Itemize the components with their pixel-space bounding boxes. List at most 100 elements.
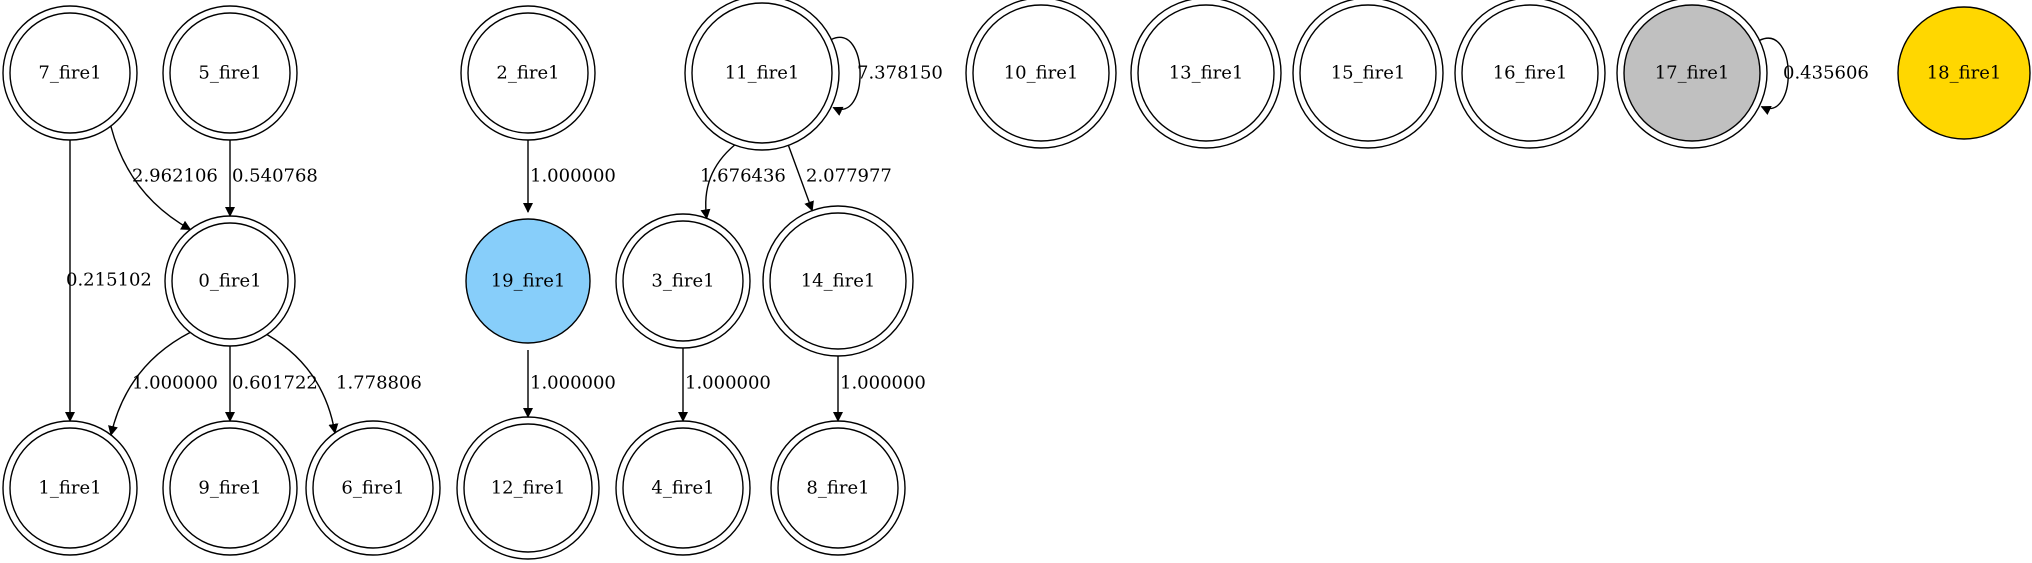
node-label: 16_fire1 <box>1493 63 1568 84</box>
node-6_fire1[interactable]: 6_fire1 <box>305 420 441 556</box>
edge-weight-label: 1.000000 <box>132 373 218 394</box>
node-circle <box>1623 4 1761 142</box>
node-outer-ring <box>460 5 596 141</box>
node-label: 0_fire1 <box>198 271 261 292</box>
node-14_fire1[interactable]: 14_fire1 <box>762 205 914 357</box>
node-circle <box>463 423 593 553</box>
node-16_fire1[interactable]: 16_fire1 <box>1454 0 1606 149</box>
edge-11_fire1-to-14_fire1: 2.077977 <box>787 145 892 212</box>
node-label: 11_fire1 <box>725 63 800 84</box>
edge-7_fire1-to-0_fire1: 2.962106 <box>110 125 218 231</box>
edge-line <box>108 331 191 436</box>
node-18_fire1[interactable]: 18_fire1 <box>1897 6 2031 140</box>
node-outer-ring <box>456 416 600 560</box>
edge-weight-label: 7.378150 <box>857 63 943 84</box>
node-circle <box>312 427 434 549</box>
edge-weight-label: 1.778806 <box>336 373 422 394</box>
node-circle <box>1461 4 1599 142</box>
node-circle <box>169 427 291 549</box>
node-label: 13_fire1 <box>1169 63 1244 84</box>
node-5_fire1[interactable]: 5_fire1 <box>162 5 298 141</box>
node-circle <box>467 12 589 134</box>
edge-weight-label: 1.000000 <box>530 166 616 187</box>
edge-2_fire1-to-19_fire1: 1.000000 <box>523 140 616 213</box>
node-label: 9_fire1 <box>198 478 261 499</box>
edge-line <box>110 125 192 231</box>
node-outer-ring <box>1454 0 1606 149</box>
node-15_fire1[interactable]: 15_fire1 <box>1292 0 1444 149</box>
edge-weight-label: 0.435606 <box>1783 63 1869 84</box>
node-outer-ring <box>164 215 296 347</box>
node-outer-ring <box>1130 0 1282 149</box>
node-outer-ring <box>615 213 751 349</box>
edge-weight-label: 0.540768 <box>232 166 318 187</box>
node-outer-ring <box>1292 0 1444 149</box>
node-label: 8_fire1 <box>806 478 869 499</box>
node-circle <box>465 218 591 344</box>
node-17_fire1[interactable]: 17_fire1 <box>1616 0 1768 149</box>
node-outer-ring <box>162 5 298 141</box>
edge-line <box>700 144 736 220</box>
node-circle <box>972 4 1110 142</box>
edge-11_fire1-to-11_fire1: 7.378150 <box>831 36 943 116</box>
node-label: 5_fire1 <box>198 63 261 84</box>
node-circle <box>769 212 907 350</box>
node-outer-ring <box>1616 0 1768 149</box>
node-outer-ring <box>965 0 1117 149</box>
edge-5_fire1-to-0_fire1: 0.540768 <box>225 139 318 217</box>
node-2_fire1[interactable]: 2_fire1 <box>460 5 596 141</box>
edge-weight-label: 1.000000 <box>840 373 926 394</box>
edge-weight-label: 0.215102 <box>66 270 152 291</box>
edge-weight-label: 1.000000 <box>685 373 771 394</box>
node-10_fire1[interactable]: 10_fire1 <box>965 0 1117 149</box>
node-label: 2_fire1 <box>496 63 559 84</box>
node-19_fire1[interactable]: 19_fire1 <box>465 218 591 344</box>
node-label: 19_fire1 <box>491 271 566 292</box>
node-0_fire1[interactable]: 0_fire1 <box>164 215 296 347</box>
node-label: 15_fire1 <box>1331 63 1406 84</box>
node-circle <box>1299 4 1437 142</box>
node-circle <box>622 427 744 549</box>
node-9_fire1[interactable]: 9_fire1 <box>162 420 298 556</box>
node-outer-ring <box>2 420 138 556</box>
node-13_fire1[interactable]: 13_fire1 <box>1130 0 1282 149</box>
node-label: 1_fire1 <box>38 478 101 499</box>
edge-weight-label: 1.000000 <box>530 373 616 394</box>
node-outer-ring <box>305 420 441 556</box>
node-label: 4_fire1 <box>651 478 714 499</box>
node-label: 12_fire1 <box>491 478 566 499</box>
node-outer-ring <box>615 420 751 556</box>
node-3_fire1[interactable]: 3_fire1 <box>615 213 751 349</box>
node-label: 6_fire1 <box>341 478 404 499</box>
node-label: 17_fire1 <box>1655 63 1730 84</box>
edge-17_fire1-to-17_fire1: 0.435606 <box>1759 37 1869 115</box>
node-12_fire1[interactable]: 12_fire1 <box>456 416 600 560</box>
node-circle <box>777 427 899 549</box>
node-label: 10_fire1 <box>1004 63 1079 84</box>
node-outer-ring <box>770 420 906 556</box>
node-circle <box>9 427 131 549</box>
node-circle <box>1897 6 2031 140</box>
edge-0_fire1-to-1_fire1: 1.000000 <box>108 331 218 436</box>
node-8_fire1[interactable]: 8_fire1 <box>770 420 906 556</box>
node-4_fire1[interactable]: 4_fire1 <box>615 420 751 556</box>
edge-0_fire1-to-6_fire1: 1.778806 <box>266 333 422 434</box>
node-circle <box>171 222 289 340</box>
node-circle <box>169 12 291 134</box>
edge-line <box>831 36 861 116</box>
node-label: 14_fire1 <box>801 271 876 292</box>
edge-weight-label: 0.601722 <box>232 373 318 394</box>
node-outer-ring <box>162 420 298 556</box>
node-7_fire1[interactable]: 7_fire1 <box>2 5 138 141</box>
edge-line <box>787 145 814 212</box>
edge-3_fire1-to-4_fire1: 1.000000 <box>678 347 771 422</box>
node-11_fire1[interactable]: 11_fire1 <box>684 0 840 151</box>
edge-7_fire1-to-1_fire1: 0.215102 <box>65 140 152 422</box>
edge-weight-label: 2.077977 <box>806 166 892 187</box>
edge-0_fire1-to-9_fire1: 0.601722 <box>225 345 318 422</box>
node-outer-ring <box>762 205 914 357</box>
node-1_fire1[interactable]: 1_fire1 <box>2 420 138 556</box>
edge-line <box>1759 37 1789 115</box>
